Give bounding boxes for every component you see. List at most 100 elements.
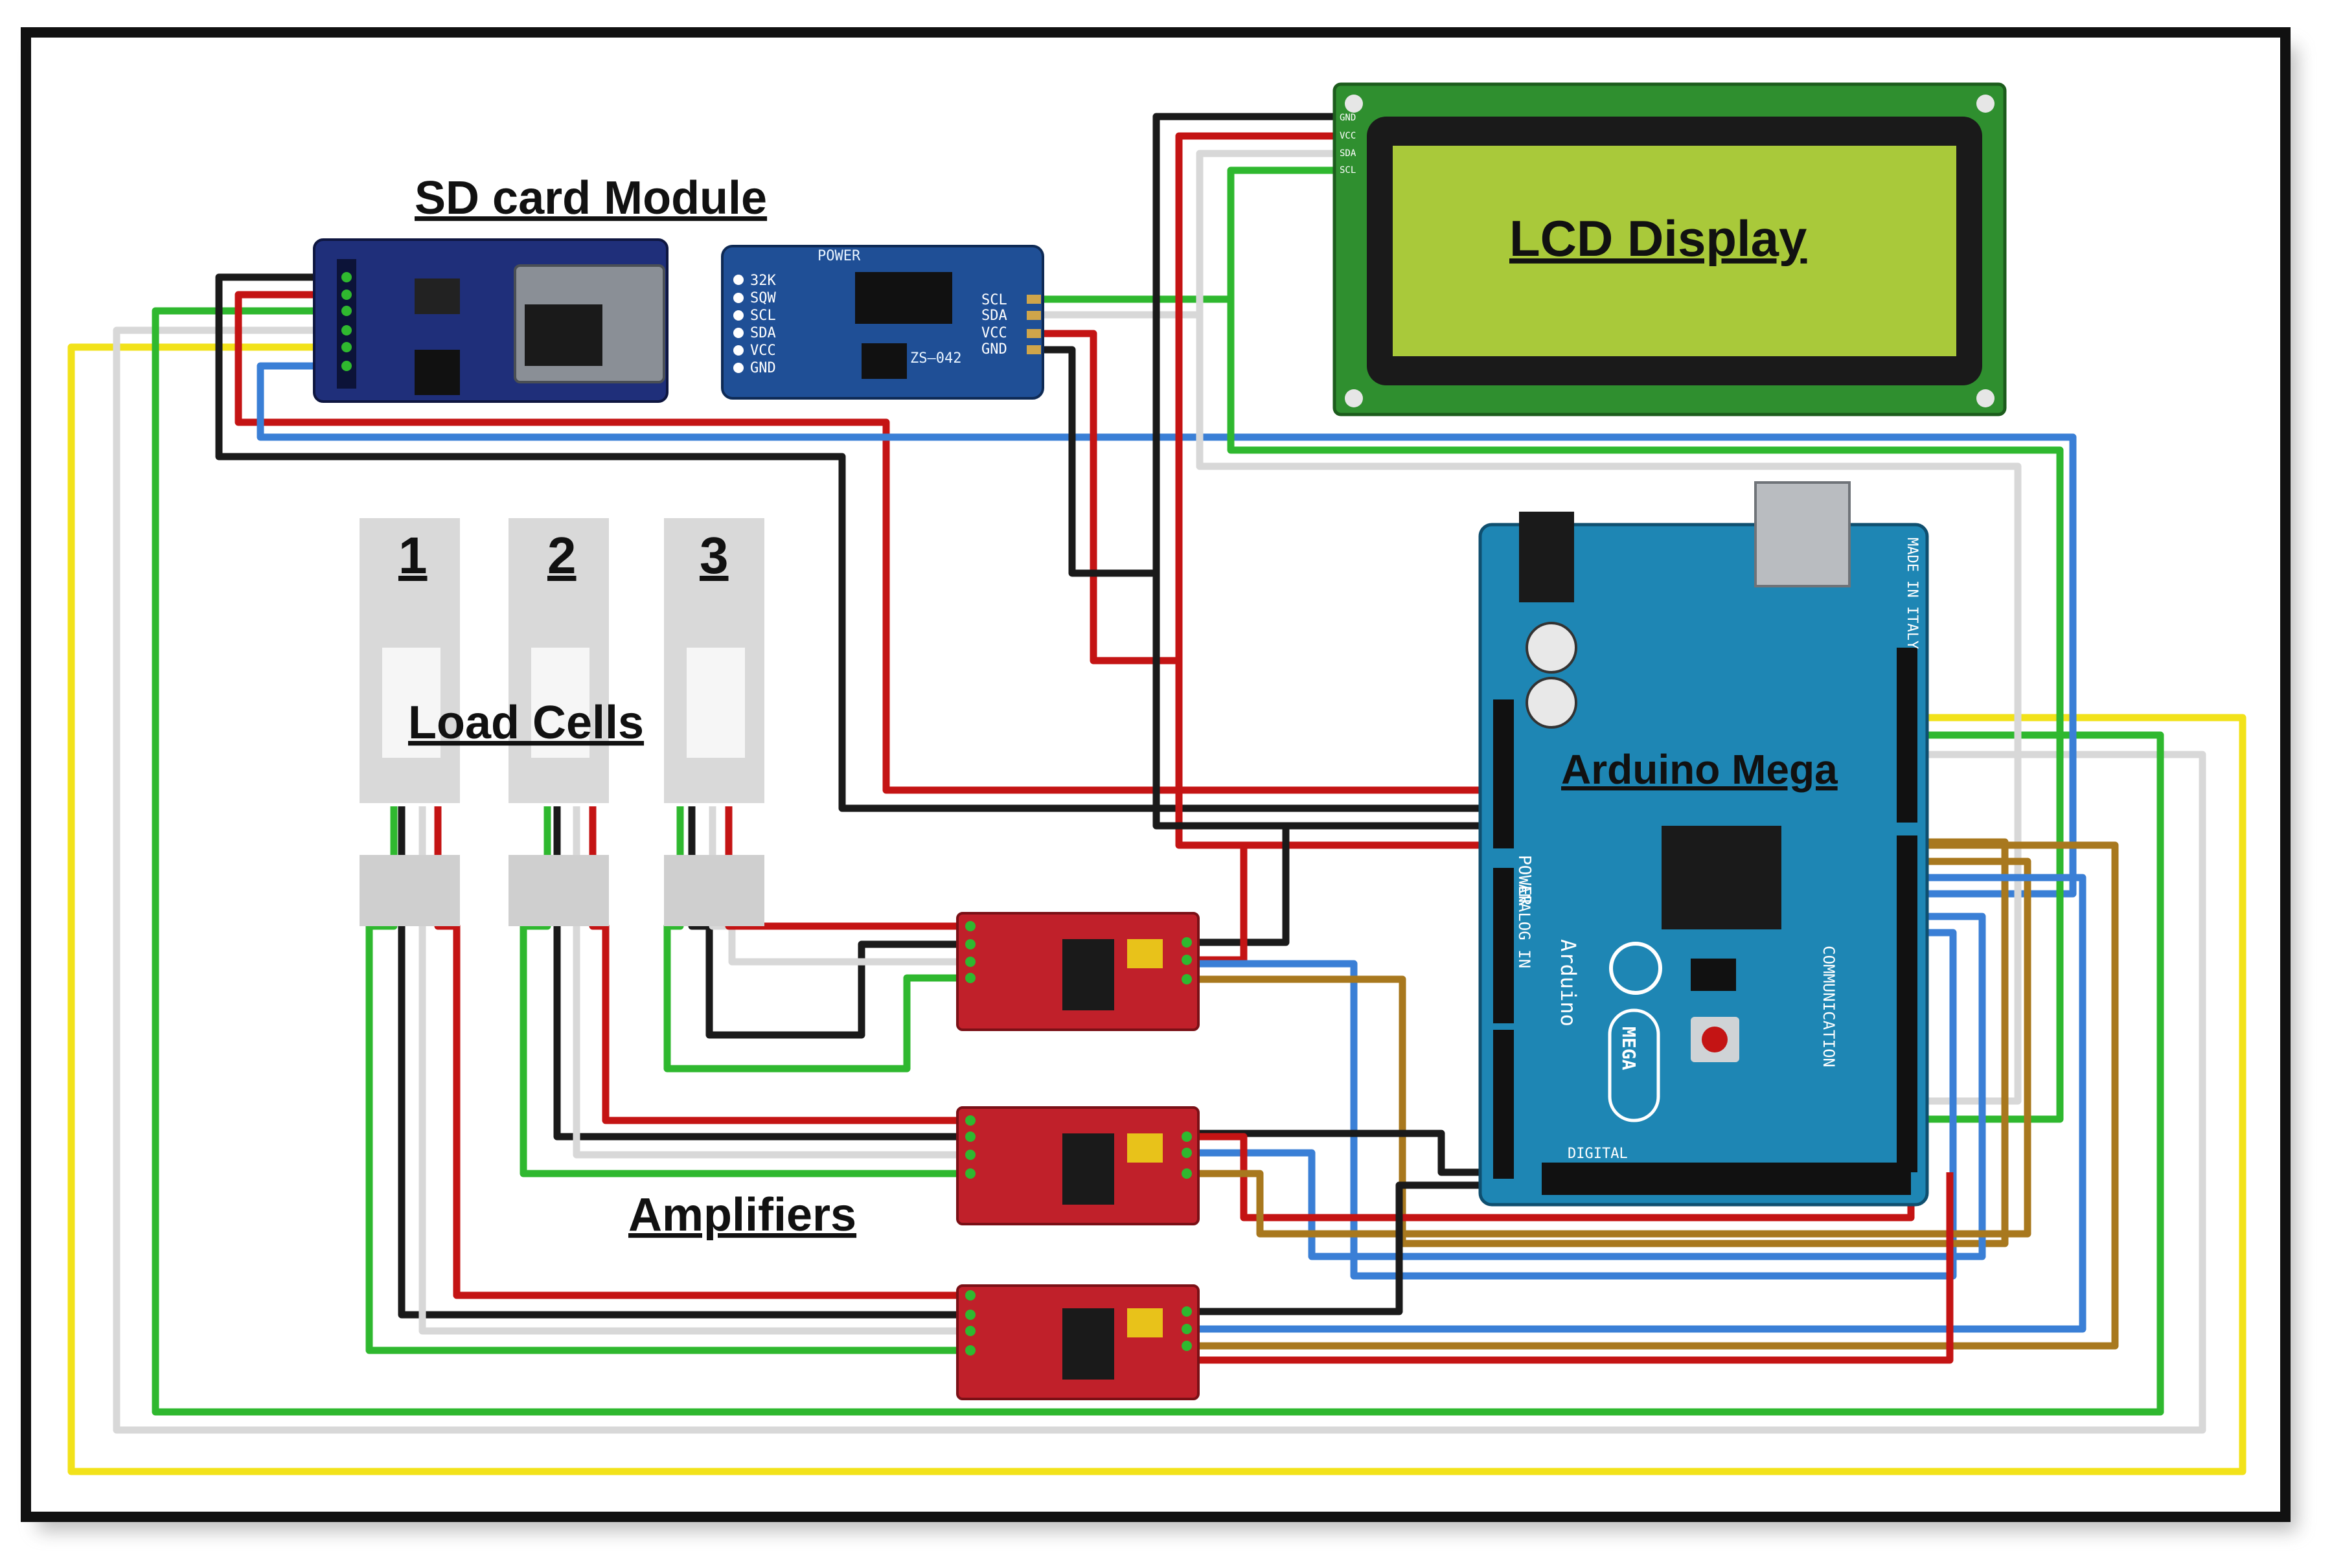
rtc-pin-scl: SCL	[750, 308, 776, 324]
lcd-pin-scl: SCL	[1340, 165, 1356, 176]
load-cell-end	[509, 855, 609, 926]
wire-lcd-gnd-black	[1152, 113, 1334, 573]
arduino-logo-icon	[1609, 942, 1662, 995]
load-cells: 1 2 3	[360, 518, 764, 926]
wire-amp1-blue	[1192, 929, 1957, 1280]
load-cell-number-2: 2	[547, 527, 577, 584]
rtc-right-pin-labels: SCL SDA VCC GND	[981, 292, 1007, 358]
rtc-pin-gnd: GND	[750, 360, 776, 376]
analog-header-1	[1493, 868, 1514, 1023]
rtc-pin-sqw: SQW	[750, 290, 776, 306]
amplifiers	[956, 912, 1200, 1400]
amp-capacitor	[1127, 1133, 1163, 1163]
icsp-header	[1691, 959, 1736, 991]
amp-capacitor	[1127, 939, 1163, 968]
load-cell-hole	[687, 648, 745, 758]
made-in-label: MADE IN ITALY	[1904, 538, 1920, 649]
lcd-pin-sda: SDA	[1340, 148, 1356, 159]
sd-card	[525, 304, 602, 366]
rtc-pin-32k: 32K	[750, 273, 776, 289]
reset-button-cap	[1702, 1027, 1728, 1052]
wire-sd-black	[215, 273, 1496, 812]
amp-right-pins	[1182, 937, 1192, 984]
wire-amp3-blue	[1192, 874, 2086, 1333]
digital-header-1	[1897, 648, 1917, 823]
load-cell-end	[664, 855, 764, 926]
wire-lcd-scl-green	[1227, 166, 2064, 1123]
wire-amp3-black	[1192, 1181, 1496, 1315]
amp-left-pins	[965, 1290, 976, 1356]
rtc-right-sda: SDA	[981, 308, 1007, 324]
wire-rtc-gnd-black	[1036, 346, 1496, 830]
load-cell-3	[664, 518, 764, 926]
load-cell-2	[509, 518, 609, 926]
load-cell-1	[360, 518, 460, 926]
load-cell-end	[360, 855, 460, 926]
capacitor-2	[1526, 677, 1577, 729]
rtc-power-label: POWER	[817, 248, 861, 264]
amp-capacitor	[1127, 1308, 1163, 1337]
wire-amp3-brown	[1192, 841, 2119, 1350]
arduino-mega-label: Arduino Mega	[1561, 746, 1838, 793]
lcd-screen	[1393, 146, 1956, 356]
rtc-right-gnd: GND	[981, 341, 1007, 358]
power-header	[1493, 699, 1514, 848]
sd-card-module	[313, 238, 669, 403]
load-cell-number-1: 1	[398, 527, 428, 584]
wire-amp3-red	[1192, 1172, 1954, 1364]
analog-in-label: ANALOG IN	[1515, 884, 1533, 968]
wire-amp1-black	[1192, 826, 1290, 946]
arduino-brand-label: Arduino	[1556, 939, 1581, 1027]
digital-label: DIGITAL	[1568, 1146, 1628, 1162]
communication-label: COMMUNICATION	[1820, 946, 1838, 1067]
amp-right-pins	[1182, 1306, 1192, 1351]
rtc-left-pins	[733, 275, 744, 373]
rtc-right-pins	[1027, 295, 1041, 354]
lcd-label: LCD Display	[1509, 210, 1807, 267]
wire-amp2-blue	[1192, 913, 1986, 1260]
amplifier-1	[956, 912, 1200, 1031]
wire-green-outer	[152, 307, 2164, 1416]
rtc-eeprom	[862, 343, 907, 379]
wire-rtc-vcc-red	[1036, 330, 1496, 849]
wire-lcd-vcc-red	[1175, 132, 1334, 661]
rtc-chip-label: ZS—042	[910, 350, 961, 367]
sd-pins	[341, 272, 352, 371]
amplifier-3	[956, 1284, 1200, 1400]
wire-amp2-black	[1192, 1130, 1496, 1176]
rtc-module: POWER ZS—042 32K SQW SCL SDA VCC GND SCL…	[721, 245, 1044, 400]
amplifier-2	[956, 1106, 1200, 1225]
wire-lc1-black	[398, 806, 965, 1319]
sd-regulator	[415, 278, 460, 314]
power-label: POWER	[1515, 855, 1534, 906]
amp-right-pins	[1182, 1131, 1192, 1179]
lcd-pin-vcc: VCC	[1340, 131, 1356, 141]
rtc-chip	[855, 272, 952, 324]
load-cell-hole	[531, 648, 589, 758]
sd-chip	[415, 350, 460, 395]
rtc-pin-vcc: VCC	[750, 343, 776, 359]
wire-lc1-white	[418, 806, 965, 1335]
capacitor-1	[1526, 622, 1577, 674]
amp-chip	[1062, 1133, 1114, 1205]
power-jack	[1519, 512, 1574, 602]
rtc-right-scl: SCL	[981, 292, 1007, 308]
amp-chip	[1062, 939, 1114, 1010]
load-cell-hole	[382, 648, 440, 758]
rtc-pin-sda: SDA	[750, 325, 776, 341]
arduino-mega: POWER ANALOG IN COMMUNICATION MADE IN IT…	[1478, 481, 1929, 1207]
amp-chip	[1062, 1308, 1114, 1380]
wire-amp1-red	[1192, 845, 1248, 964]
mega-badge	[1608, 1008, 1660, 1122]
wire-sd-blue	[257, 362, 2077, 898]
rtc-right-vcc: VCC	[981, 325, 1007, 341]
wire-amp2-brown	[1192, 858, 2031, 1238]
wire-sd-red	[234, 291, 1496, 794]
digital-header-2	[1897, 835, 1917, 1010]
load-cell-number-3: 3	[700, 527, 729, 584]
mega-label: MEGA	[1618, 1027, 1640, 1071]
amp-left-pins	[965, 921, 976, 983]
lcd-mount-holes	[1345, 95, 1995, 407]
